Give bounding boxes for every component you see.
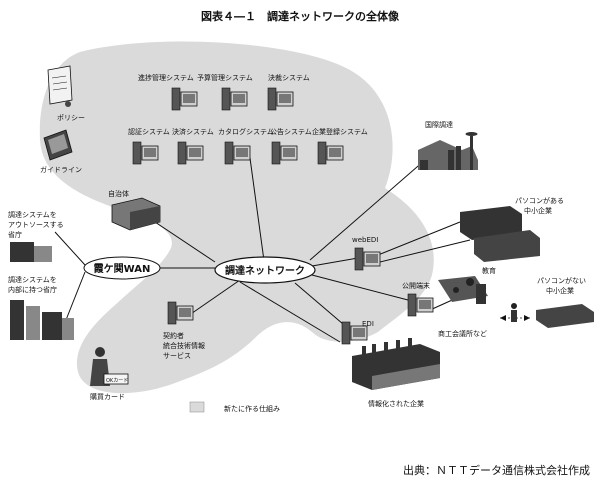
system-progress-label: 進捗管理システム [138, 73, 194, 82]
policy-label: ポリシー [57, 114, 85, 122]
guideline-book-icon [43, 129, 73, 161]
inhouse-line-2: 内部に持つ省庁 [8, 285, 57, 294]
outsource-line-3: 省庁 [8, 230, 22, 239]
person-icon [511, 303, 517, 322]
card-text: OKカード [106, 378, 128, 384]
chamber-label: 商工会議所など [438, 329, 487, 338]
legend-swatch [189, 401, 205, 413]
server-icon [177, 141, 204, 165]
server-icon [354, 247, 381, 271]
wan-node [83, 256, 161, 280]
pc-sme-line-1: パソコンがある [515, 196, 564, 205]
city-skyline-icon [418, 132, 478, 170]
inhouse-line-1: 調達システムを [8, 275, 57, 284]
purchase-card-icon: OKカード [103, 373, 129, 385]
system-approval-label: 決裁システム [268, 73, 310, 82]
no-pc-sme-line-1: パソコンがない [537, 276, 586, 285]
server-icon [167, 301, 194, 325]
server-icon [341, 321, 368, 345]
source-credit: 出典：ＮＴＴデータ通信株式会社作成 [403, 463, 590, 477]
policy-scroll-icon [47, 65, 73, 107]
public-terminal-label: 公開端末 [402, 281, 430, 290]
webedi-label: webEDI [352, 236, 378, 244]
informatized-label: 情報化された企業 [368, 399, 424, 408]
system-notice-label: 公告システム [270, 127, 312, 136]
server-icon [132, 141, 159, 165]
ministry-building-icon [10, 242, 52, 262]
pc-sme-line-2: 中小企業 [524, 206, 552, 215]
hub-label: 調達ネットワーク [225, 264, 305, 277]
legend-label: 新たに作る仕組み [224, 404, 280, 413]
wan-label: 霞ケ関WAN [94, 262, 151, 275]
edi-label: EDI [362, 320, 374, 328]
server-icon [171, 87, 198, 111]
local-gov-label: 自治体 [108, 189, 129, 198]
server-icon [267, 87, 294, 111]
server-icon [224, 141, 251, 165]
contractor-line-1: 契約者 [163, 331, 184, 340]
education-label: 教育 [482, 266, 496, 275]
purchase-card-label: 購買カード [90, 392, 125, 401]
system-auth-label: 認証システム [128, 127, 170, 136]
server-icon [317, 141, 344, 165]
ministry-building-icon [10, 300, 74, 340]
guideline-label: ガイドライン [40, 165, 82, 174]
system-catalog-label: カタログシステム [218, 127, 274, 136]
local-gov-building-icon [111, 197, 161, 231]
diagram-title: 図表４―１ 調達ネットワークの全体像 [201, 9, 400, 23]
server-icon [221, 87, 248, 111]
system-company-reg-label: 企業登録システム [312, 127, 368, 136]
education-scene-icon [438, 276, 488, 304]
server-icon [407, 293, 434, 317]
new-system-region [39, 41, 434, 394]
factory-icon [352, 338, 440, 390]
system-settlement-label: 決済システム [172, 127, 214, 136]
server-icon [271, 141, 298, 165]
outsource-line-2: アウトソースする [8, 221, 64, 229]
no-pc-sme-line-2: 中小企業 [546, 286, 574, 295]
outsource-line-1: 調達システムを [8, 210, 57, 219]
sme-pc-icon [460, 206, 540, 262]
system-budget-label: 予算管理システム [197, 73, 253, 82]
sme-building-icon [536, 304, 594, 328]
contractor-line-2: 統合技術情報 [163, 341, 205, 350]
intl-label: 国際調達 [425, 120, 453, 129]
hub-node [214, 256, 316, 284]
contractor-line-3: サービス [163, 351, 191, 360]
bidirectional-arrow-icon [500, 315, 530, 321]
